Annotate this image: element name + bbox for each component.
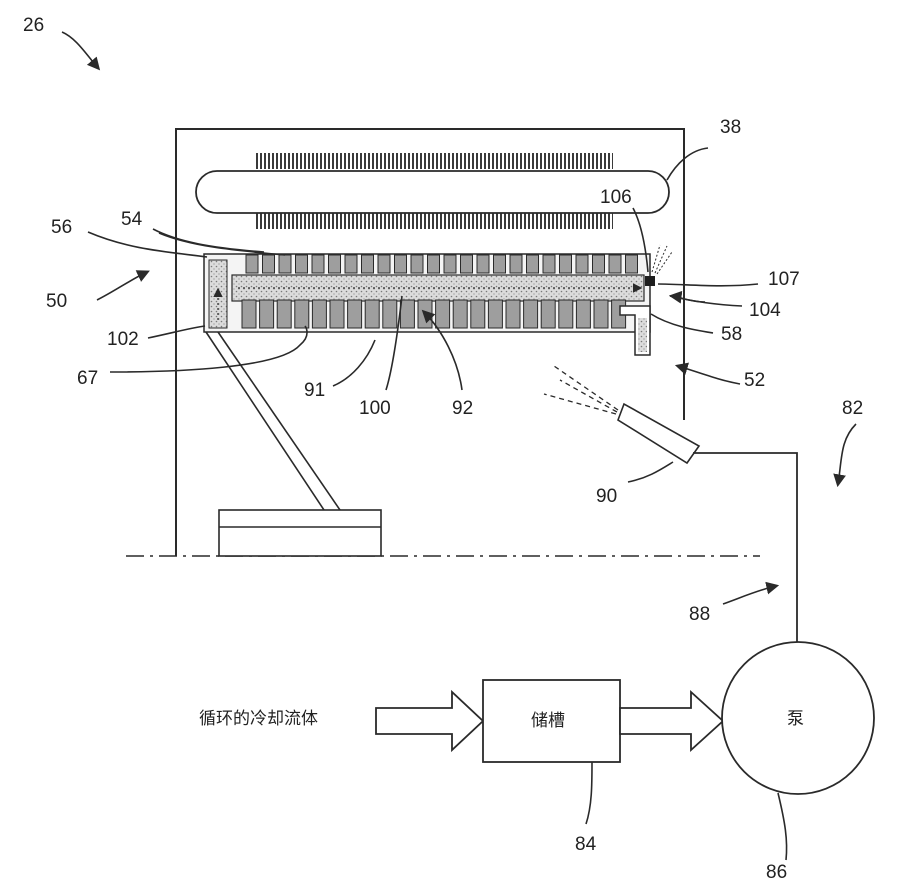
bottom-block	[330, 300, 344, 328]
ref-86: 86	[766, 862, 787, 883]
reservoir-label: 储槽	[531, 711, 565, 731]
top-block	[296, 255, 308, 273]
bottom-block	[365, 300, 379, 328]
coolant-input-label: 循环的冷却流体	[199, 709, 318, 729]
top-block	[461, 255, 473, 273]
top-block	[428, 255, 440, 273]
top-block	[378, 255, 390, 273]
ref-82: 82	[842, 398, 863, 419]
bottom-block	[524, 300, 538, 328]
top-block	[510, 255, 522, 273]
bottom-block	[436, 300, 450, 328]
bottom-block	[594, 300, 608, 328]
bottom-block	[453, 300, 467, 328]
heater-38	[196, 153, 669, 229]
top-block	[279, 255, 291, 273]
spray-nozzle-90	[544, 366, 699, 463]
bottom-block	[471, 300, 485, 328]
reservoir-to-pump-arrow	[620, 692, 723, 750]
ref-107: 107	[768, 269, 800, 290]
top-block	[576, 255, 588, 273]
ref-102: 102	[107, 329, 139, 350]
ref-88: 88	[689, 604, 710, 625]
ref-104: 104	[749, 300, 781, 321]
bottom-block	[277, 300, 291, 328]
ref-58: 58	[721, 324, 742, 345]
bracket-58-inner	[638, 318, 647, 352]
top-block	[329, 255, 341, 273]
bottom-block	[559, 300, 573, 328]
ref-106: 106	[600, 187, 632, 208]
nozzle-106	[645, 276, 655, 286]
bottom-block	[348, 300, 362, 328]
ref-92: 92	[452, 398, 473, 419]
bottom-block	[260, 300, 274, 328]
ref-67: 67	[77, 368, 98, 389]
fuser-assembly	[204, 245, 672, 355]
ref-56: 56	[51, 217, 72, 238]
heater-bottom-fins	[255, 213, 613, 229]
bottom-block	[506, 300, 520, 328]
input-arrow	[376, 692, 483, 750]
ref-26: 26	[23, 15, 44, 36]
top-block	[494, 255, 506, 273]
bottom-block	[541, 300, 555, 328]
top-block	[263, 255, 275, 273]
top-block	[395, 255, 407, 273]
top-block	[246, 255, 258, 273]
top-block	[444, 255, 456, 273]
bottom-block	[295, 300, 309, 328]
ref-54: 54	[121, 209, 143, 230]
top-block	[560, 255, 572, 273]
ref-52: 52	[744, 370, 765, 391]
bottom-block	[383, 300, 397, 328]
spray-small-icon	[652, 245, 672, 274]
ref-90: 90	[596, 486, 617, 507]
top-block	[593, 255, 605, 273]
bottom-block	[576, 300, 590, 328]
ref-50: 50	[46, 291, 67, 312]
ref-38: 38	[720, 117, 741, 138]
top-block	[527, 255, 539, 273]
pump-label: 泵	[787, 709, 804, 729]
spray-cone-icon	[544, 366, 618, 414]
ref-84: 84	[575, 834, 597, 855]
top-block	[362, 255, 374, 273]
top-block	[312, 255, 324, 273]
bottom-block	[400, 300, 414, 328]
heater-tube	[196, 171, 669, 213]
top-block	[626, 255, 638, 273]
top-block	[411, 255, 423, 273]
bottom-block	[488, 300, 502, 328]
top-block	[345, 255, 357, 273]
top-block	[609, 255, 621, 273]
bottom-block	[312, 300, 326, 328]
ref-91: 91	[304, 380, 325, 401]
support-base	[219, 510, 381, 556]
bottom-block	[242, 300, 256, 328]
ref-100: 100	[359, 398, 391, 419]
top-block	[543, 255, 555, 273]
heater-top-fins	[255, 153, 613, 169]
top-block	[477, 255, 489, 273]
